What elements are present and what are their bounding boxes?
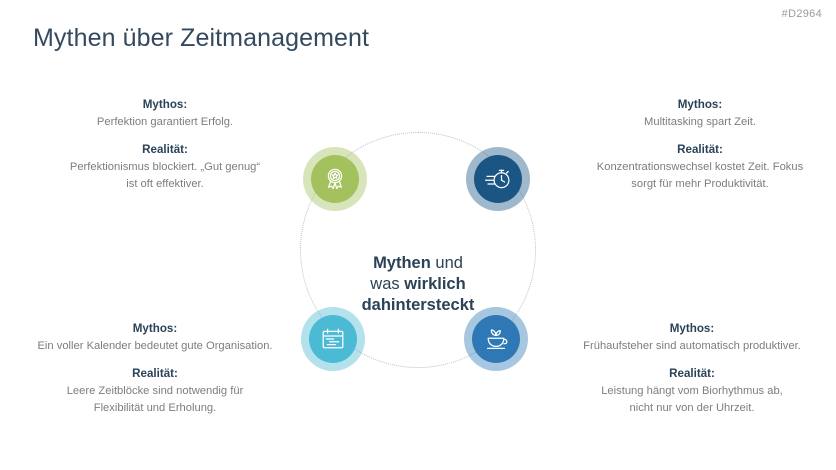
reality-pair: Realität: Leere Zeitblöcke sind notwendi…	[20, 365, 290, 417]
calendar-schedule-icon	[320, 326, 346, 352]
reality-label: Realität:	[677, 143, 723, 156]
reality-label: Realität:	[669, 367, 715, 380]
node-core	[472, 315, 520, 363]
myth-text: Frühaufsteher sind automatisch produktiv…	[583, 340, 801, 352]
node-top-right[interactable]	[466, 147, 530, 211]
reality-text-line2: sorgt für mehr Produktivität.	[631, 178, 769, 190]
myth-label: Mythos:	[677, 98, 723, 111]
reality-text-line1: Leere Zeitblöcke sind notwendig für	[66, 385, 244, 397]
page-title: Mythen über Zeitmanagement	[33, 24, 370, 52]
reality-pair: Realität: Perfektionismus blockiert. „Gu…	[30, 141, 300, 193]
quadrant-text-top-right: Mythos: Multitasking spart Zeit. Realitä…	[565, 96, 835, 193]
myth-pair: Mythos: Ein voller Kalender bedeutet gut…	[20, 320, 290, 355]
myth-pair: Mythos: Perfektion garantiert Erfolg.	[30, 96, 300, 131]
dotted-ring	[300, 132, 536, 368]
myth-label: Mythos:	[669, 322, 715, 335]
center-caption: Mythen und was wirklich dahintersteckt	[313, 253, 523, 316]
reality-text-line2: ist oft effektiver.	[126, 178, 204, 190]
myth-label: Mythos:	[132, 322, 178, 335]
quadrant-text-bottom-right: Mythos: Frühaufsteher sind automatisch p…	[557, 320, 827, 417]
center-caption-line1: Mythen und	[373, 254, 463, 272]
tea-cup-leaf-icon	[483, 326, 509, 352]
reality-text-line1: Konzentrationswechsel kostet Zeit. Fokus	[596, 161, 804, 173]
reality-label: Realität:	[142, 143, 188, 156]
node-bottom-left[interactable]	[301, 307, 365, 371]
center-bold-1: Mythen	[373, 254, 431, 272]
quadrant-text-top-left: Mythos: Perfektion garantiert Erfolg. Re…	[30, 96, 300, 193]
circular-diagram: Mythen und was wirklich dahintersteckt	[283, 120, 553, 380]
stopwatch-speed-icon	[484, 166, 512, 192]
reality-pair: Realität: Konzentrationswechsel kostet Z…	[565, 141, 835, 193]
center-plain-1: und	[430, 254, 463, 272]
node-core	[474, 155, 522, 203]
reality-pair: Realität: Leistung hängt vom Biorhythmus…	[557, 365, 827, 417]
center-bold-3: dahintersteckt	[361, 296, 475, 314]
center-plain-2: was	[370, 275, 405, 293]
myth-label: Mythos:	[142, 98, 188, 111]
node-top-left[interactable]	[303, 147, 367, 211]
myth-pair: Mythos: Multitasking spart Zeit.	[565, 96, 835, 131]
center-caption-line2: was wirklich	[370, 275, 465, 293]
myth-text: Perfektion garantiert Erfolg.	[96, 116, 234, 128]
reality-text-line2: nicht nur von der Uhrzeit.	[629, 402, 755, 414]
corner-code-label: #D2964	[781, 8, 822, 20]
reality-text-line2: Flexibilität und Erholung.	[93, 402, 217, 414]
quadrant-text-bottom-left: Mythos: Ein voller Kalender bedeutet gut…	[20, 320, 290, 417]
reality-text-line1: Perfektionismus blockiert. „Gut genug“	[69, 161, 261, 173]
center-bold-2: wirklich	[404, 275, 466, 293]
node-core	[309, 315, 357, 363]
reality-label: Realität:	[132, 367, 178, 380]
myth-text: Multitasking spart Zeit.	[644, 116, 756, 128]
myth-pair: Mythos: Frühaufsteher sind automatisch p…	[557, 320, 827, 355]
myth-text: Ein voller Kalender bedeutet gute Organi…	[37, 340, 273, 352]
reality-text-line1: Leistung hängt vom Biorhythmus ab,	[601, 385, 783, 397]
node-core	[311, 155, 359, 203]
node-bottom-right[interactable]	[464, 307, 528, 371]
award-badge-icon	[322, 166, 348, 192]
